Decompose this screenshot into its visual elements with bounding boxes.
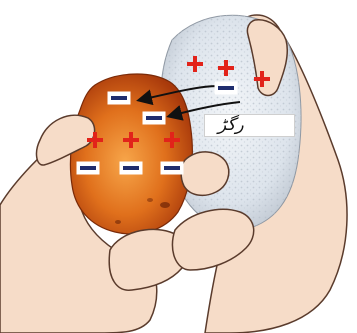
negative-charge — [161, 162, 183, 174]
negative-charge — [77, 162, 99, 174]
negative-charge — [215, 82, 237, 94]
amber-piece — [70, 74, 192, 234]
friction-label: رگڑ — [218, 113, 244, 137]
negative-charge — [120, 162, 142, 174]
negative-charge — [143, 112, 165, 124]
negative-charge — [108, 92, 130, 104]
right-finger-mid — [181, 152, 229, 195]
